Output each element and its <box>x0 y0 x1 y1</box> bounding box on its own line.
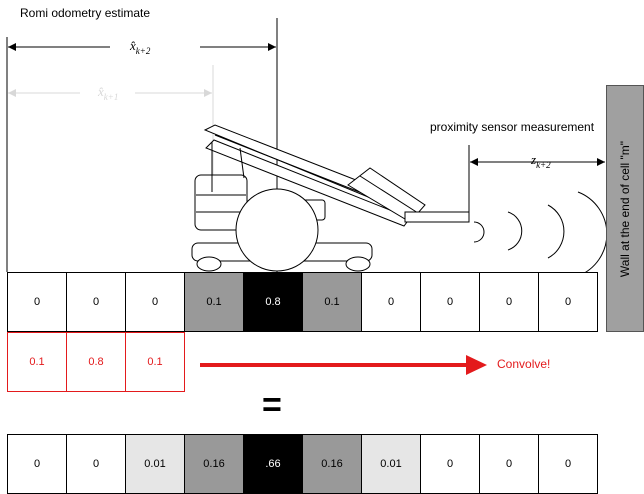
equals-sign: = <box>262 386 282 424</box>
result-cell: 0 <box>420 434 480 494</box>
kernel-cell: 0.1 <box>125 332 185 392</box>
result-cell: 0.01 <box>125 434 185 494</box>
result-cell: 0.01 <box>361 434 421 494</box>
result-cell: .66 <box>243 434 303 494</box>
sensor-waves <box>473 191 608 277</box>
convolve-label: Convolve! <box>497 357 551 371</box>
wall: Wall at the end of cell "m" <box>606 85 644 332</box>
result-cell: 0.16 <box>184 434 244 494</box>
result-cell: 0 <box>538 434 598 494</box>
belief-cell: 0 <box>420 272 480 332</box>
belief-cell: 0 <box>538 272 598 332</box>
belief-cell: 0 <box>7 272 67 332</box>
belief-cell: 0.1 <box>302 272 362 332</box>
belief-cell: 0 <box>479 272 539 332</box>
kernel-cell: 0.8 <box>66 332 126 392</box>
sensor-label: proximity sensor measurement <box>430 120 595 134</box>
belief-cell: 0.8 <box>243 272 303 332</box>
result-cell: 0 <box>7 434 67 494</box>
kernel-cell: 0.1 <box>7 332 67 392</box>
z-k2-label: zk+2 <box>530 152 551 170</box>
belief-cell: 0 <box>125 272 185 332</box>
result-cell: 0.16 <box>302 434 362 494</box>
xhat-k1-label: x̂k+1 <box>97 84 118 102</box>
result-cell: 0 <box>66 434 126 494</box>
diagram-title: Romi odometry estimate <box>20 6 151 20</box>
belief-cell: 0 <box>361 272 421 332</box>
wall-label: Wall at the end of cell "m" <box>618 140 632 277</box>
belief-cell: 0 <box>66 272 126 332</box>
belief-cell: 0.1 <box>184 272 244 332</box>
xhat-k2-label: x̂k+2 <box>129 38 151 56</box>
result-cell: 0 <box>479 434 539 494</box>
romi-robot <box>191 124 470 272</box>
